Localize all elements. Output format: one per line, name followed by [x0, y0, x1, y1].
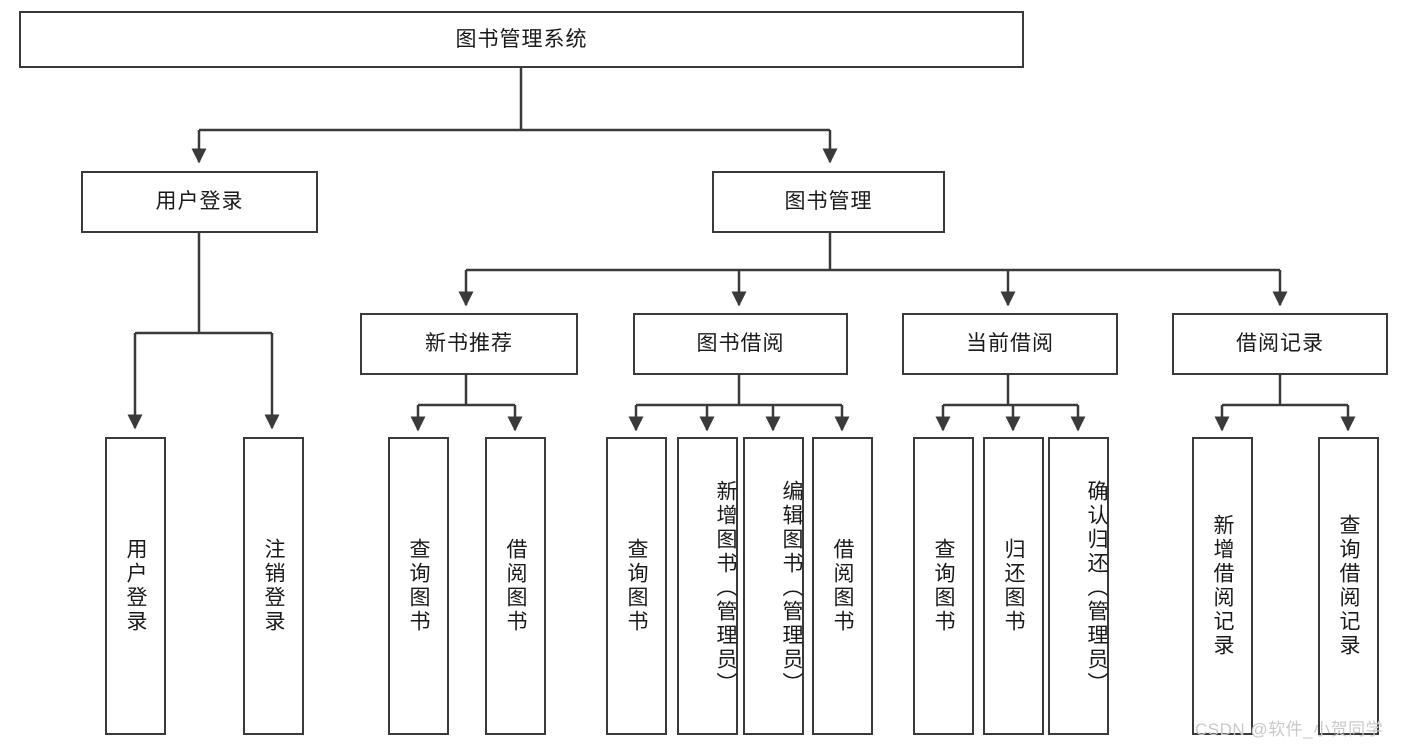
node-borrow-record-label: 借阅记录	[1236, 332, 1324, 356]
leaf-node[interactable]: 借阅图书	[812, 437, 873, 735]
leaf-node[interactable]: 用户登录	[105, 437, 166, 735]
leaf-label: 归还图书	[1002, 538, 1025, 634]
leaf-node[interactable]: 新增借阅记录	[1192, 437, 1253, 735]
leaf-label: 查询图书	[625, 538, 648, 634]
leaf-node[interactable]: 查询图书	[913, 437, 974, 735]
leaf-node[interactable]: 确认归还（管理员）	[1048, 437, 1109, 735]
node-user-login-label: 用户登录	[155, 190, 244, 214]
node-book-borrow[interactable]: 图书借阅	[633, 313, 848, 375]
node-current-borrow[interactable]: 当前借阅	[902, 313, 1118, 375]
node-root[interactable]: 图书管理系统	[19, 11, 1024, 68]
leaf-label: 借阅图书	[831, 538, 854, 634]
leaf-label: 查询图书	[932, 538, 955, 634]
leaf-label: 借阅图书	[504, 538, 527, 634]
leaf-node[interactable]: 查询图书	[606, 437, 667, 735]
node-new-book-recommend-label: 新书推荐	[425, 332, 513, 356]
leaf-node[interactable]: 归还图书	[983, 437, 1044, 735]
leaf-label: 注销登录	[262, 538, 285, 634]
leaf-label: 查询借阅记录	[1337, 514, 1360, 658]
node-book-borrow-label: 图书借阅	[696, 332, 785, 356]
node-current-borrow-label: 当前借阅	[966, 332, 1054, 356]
leaf-label: 用户登录	[124, 538, 147, 634]
node-user-login[interactable]: 用户登录	[81, 171, 318, 233]
node-book-management-label: 图书管理	[784, 190, 873, 214]
leaf-node[interactable]: 编辑图书（管理员）	[743, 437, 804, 735]
leaf-label: 编辑图书（管理员）	[780, 480, 803, 696]
node-root-label: 图书管理系统	[455, 27, 588, 51]
leaf-label: 查询图书	[407, 538, 430, 634]
leaf-node[interactable]: 新增图书（管理员）	[677, 437, 738, 735]
leaf-node[interactable]: 注销登录	[243, 437, 304, 735]
leaf-label: 新增图书（管理员）	[714, 480, 737, 696]
node-new-book-recommend[interactable]: 新书推荐	[360, 313, 578, 375]
leaf-label: 新增借阅记录	[1211, 514, 1234, 658]
watermark: CSDN @软件_小贺同学	[1195, 720, 1384, 739]
leaf-label: 确认归还（管理员）	[1085, 480, 1108, 696]
leaf-node[interactable]: 查询图书	[388, 437, 449, 735]
node-book-management[interactable]: 图书管理	[712, 171, 945, 233]
leaf-node[interactable]: 借阅图书	[485, 437, 546, 735]
leaf-node[interactable]: 查询借阅记录	[1318, 437, 1379, 735]
node-borrow-record[interactable]: 借阅记录	[1172, 313, 1388, 375]
